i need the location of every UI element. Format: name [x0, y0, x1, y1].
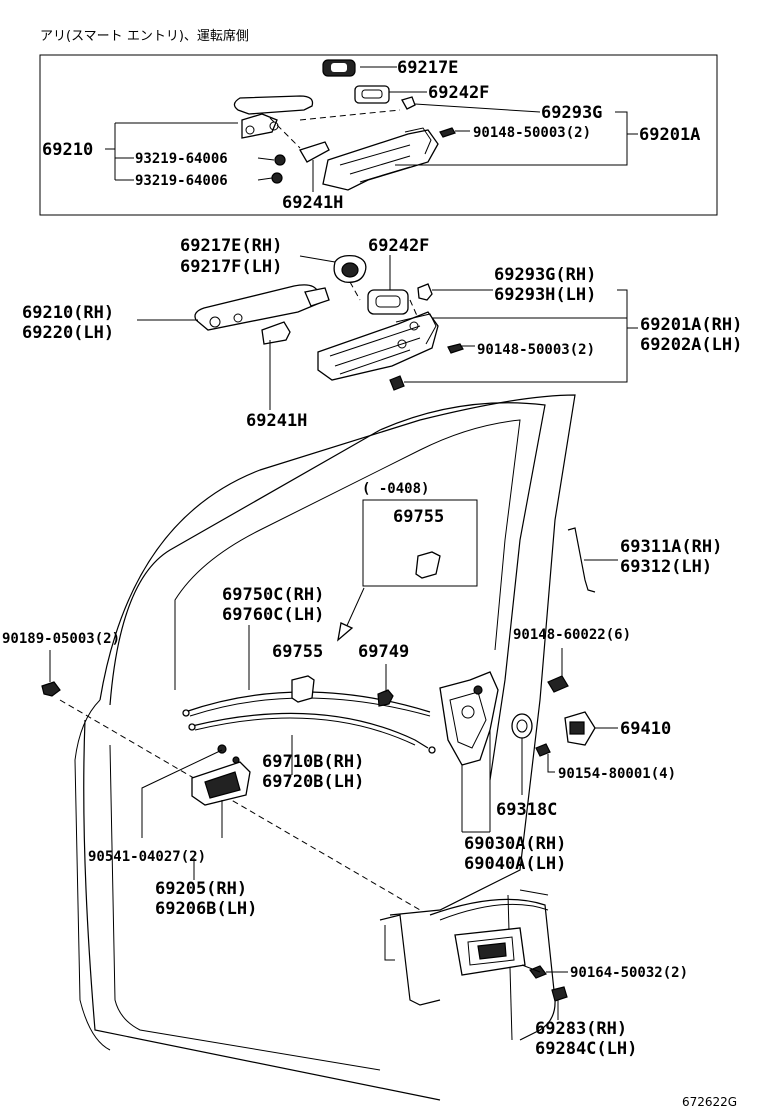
frame-69201A-shape — [322, 129, 439, 191]
label-69217F-LH: 69217F(LH) — [180, 257, 282, 277]
label-69217E-RH: 69217E(RH) — [180, 236, 282, 256]
date-range-box — [362, 499, 478, 587]
catalog-id: 672622G — [682, 1095, 737, 1109]
frame-69201A-main — [317, 311, 439, 381]
label-69040A-LH: 69040A(LH) — [464, 854, 566, 874]
inset-frame — [39, 54, 718, 216]
label-90541-04027: 90541-04027(2) — [88, 849, 206, 865]
label-90164-50032: 90164-50032(2) — [570, 965, 688, 981]
screw-93219-b — [271, 172, 283, 184]
label-69318C: 69318C — [496, 800, 557, 820]
label-69241H: 69241H — [282, 193, 343, 213]
label-69210-RH: 69210(RH) — [22, 303, 114, 323]
label-69760C-LH: 69760C(LH) — [222, 605, 324, 625]
handle-69210-shape — [233, 95, 314, 115]
label-69720B-LH: 69720B(LH) — [262, 772, 364, 792]
handle-assembly — [194, 254, 464, 391]
rod-69311A — [567, 527, 618, 593]
label-69710B-RH: 69710B(RH) — [262, 752, 364, 772]
bolt-90148-60022 — [547, 675, 569, 693]
label-69205-RH: 69205(RH) — [155, 879, 247, 899]
label-69293H-LH: 69293H(LH) — [494, 285, 596, 305]
cap-69283 — [551, 986, 568, 1002]
label-93219-64006-b: 93219-64006 — [135, 173, 228, 189]
label-69283-RH: 69283(RH) — [535, 1019, 627, 1039]
clip-69293G-shape — [401, 96, 416, 110]
cap-69241H-shape — [299, 141, 330, 163]
gasket-69242F-shape — [354, 85, 390, 104]
label-date-range: ( -0408) — [362, 481, 429, 497]
label-90148-60022: 90148-60022(6) — [513, 627, 631, 643]
label-69750C-RH: 69750C(RH) — [222, 585, 324, 605]
label-69755-box: 69755 — [393, 507, 444, 527]
label-90148-50003-main: 90148-50003(2) — [477, 342, 595, 358]
screw-90164 — [529, 965, 547, 979]
label-69210: 69210 — [42, 140, 93, 160]
label-90154-80001: 90154-80001(4) — [558, 766, 676, 782]
bolt-90148-inset — [439, 127, 456, 138]
label-69242F-main: 69242F — [368, 236, 429, 256]
label-69242F: 69242F — [428, 83, 489, 103]
label-69293G: 69293G — [541, 103, 602, 123]
label-69030A-RH: 69030A(RH) — [464, 834, 566, 854]
part-69755 — [291, 675, 315, 703]
screw-90154 — [535, 743, 551, 757]
washer-69318C — [511, 713, 533, 739]
label-69311A-RH: 69311A(RH) — [620, 537, 722, 557]
label-93219-64006-a: 93219-64006 — [135, 151, 228, 167]
label-69749: 69749 — [358, 642, 409, 662]
label-69293G-RH: 69293G(RH) — [494, 265, 596, 285]
label-90148-50003-inset: 90148-50003(2) — [473, 125, 591, 141]
label-69755: 69755 — [272, 642, 323, 662]
bolt-90189 — [41, 681, 61, 697]
part-69749 — [377, 689, 394, 707]
screw-93219-a — [274, 154, 286, 166]
door-outline — [74, 394, 576, 1101]
label-69206B-LH: 69206B(LH) — [155, 899, 257, 919]
inset-parts — [233, 59, 456, 191]
door-lock-69030A — [439, 671, 499, 833]
label-90189-05003: 90189-05003(2) — [2, 631, 120, 647]
label-69202A-LH: 69202A(LH) — [640, 335, 742, 355]
handle-69210-main — [194, 284, 323, 331]
label-69241H-main: 69241H — [246, 411, 307, 431]
label-69201A: 69201A — [639, 125, 700, 145]
label-69312-LH: 69312(LH) — [620, 557, 712, 577]
inside-handle-69205 — [141, 744, 251, 880]
part-69755-box — [415, 551, 441, 579]
label-69284C-LH: 69284C(LH) — [535, 1039, 637, 1059]
label-69220-LH: 69220(LH) — [22, 323, 114, 343]
label-69201A-RH: 69201A(RH) — [640, 315, 742, 335]
label-69217E: 69217E — [397, 58, 458, 78]
label-69410: 69410 — [620, 719, 671, 739]
diagram-header: アリ(スマート エントリ)、運転席側 — [40, 28, 249, 44]
